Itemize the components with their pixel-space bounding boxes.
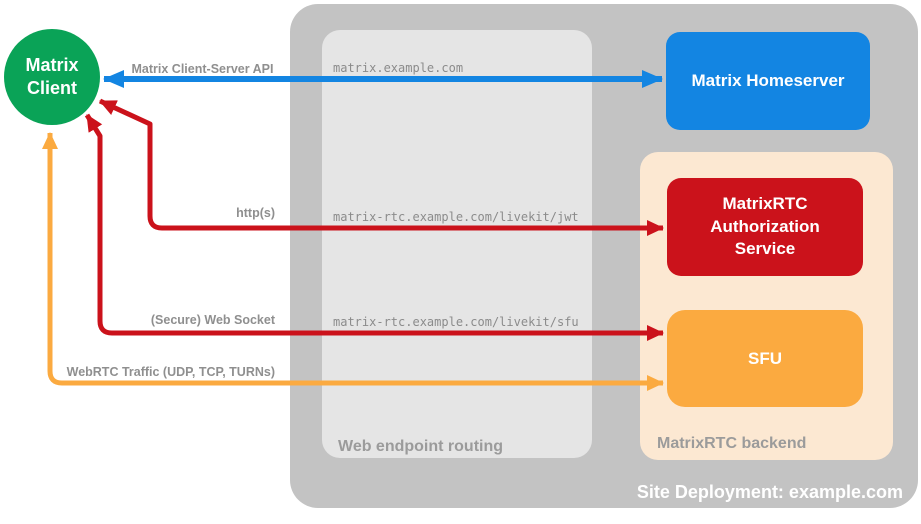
- matrixrtc-authorization-service-label: MatrixRTC Authorization Service: [710, 193, 820, 259]
- site-deployment-label: Site Deployment: example.com: [636, 482, 903, 502]
- route-livekit-sfu: matrix-rtc.example.com/livekit/sfu: [333, 315, 579, 329]
- sfu-label: SFU: [748, 348, 782, 368]
- web-endpoint-routing-container: [322, 30, 592, 458]
- sfu-node: SFU: [667, 310, 863, 407]
- matrix-homeserver-node: Matrix Homeserver: [666, 32, 870, 130]
- matrix-client-node: Matrix Client: [4, 29, 100, 125]
- web-endpoint-routing-label: Web endpoint routing: [338, 438, 504, 455]
- matrixrtc-authorization-service-node: MatrixRTC Authorization Service: [667, 178, 863, 276]
- client-server-api-edge-label: Matrix Client-Server API: [131, 62, 274, 76]
- matrix-client-label: Matrix Client: [25, 54, 79, 98]
- matrix-homeserver-label: Matrix Homeserver: [691, 71, 845, 90]
- route-livekit-jwt: matrix-rtc.example.com/livekit/jwt: [333, 210, 579, 224]
- webrtc-edge-label: WebRTC Traffic (UDP, TCP, TURNs): [66, 365, 275, 379]
- websocket-edge-label: (Secure) Web Socket: [150, 313, 275, 327]
- matrixrtc-backend-label: MatrixRTC backend: [657, 435, 807, 452]
- route-matrix-example-com: matrix.example.com: [333, 61, 464, 75]
- https-edge-label: http(s): [236, 206, 275, 220]
